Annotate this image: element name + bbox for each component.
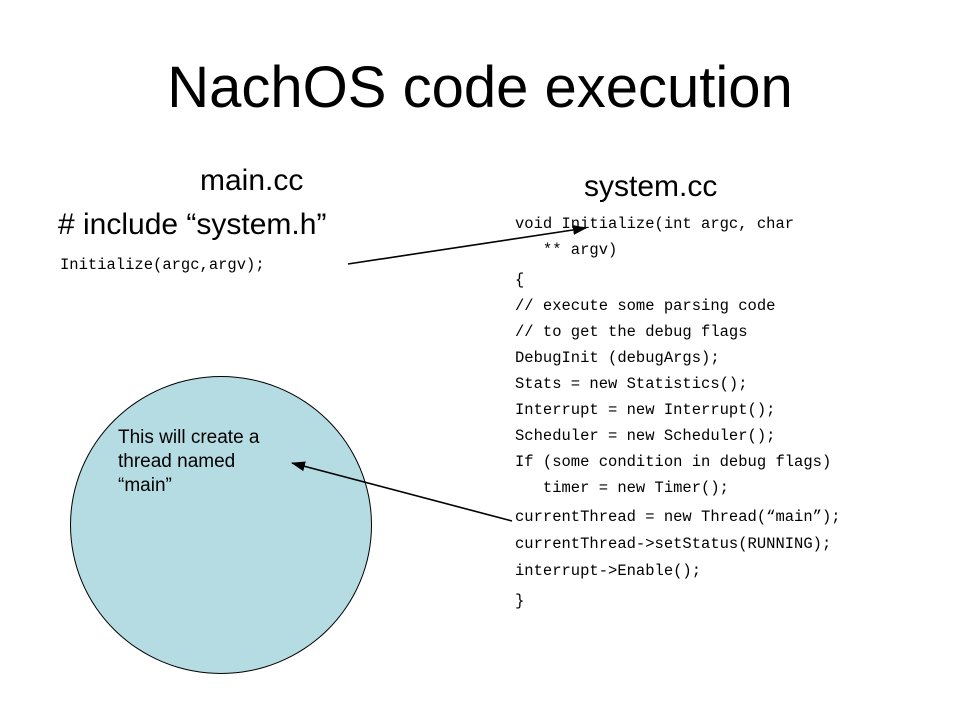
initialize-call-line: Initialize(argc,argv); <box>60 256 265 274</box>
code-line: DebugInit (debugArgs); <box>515 349 720 367</box>
code-line: // to get the debug flags <box>515 323 748 341</box>
code-line: { <box>515 271 525 289</box>
code-line: ** argv) <box>515 241 618 259</box>
code-line: Stats = new Statistics(); <box>515 375 748 393</box>
code-line: // execute some parsing code <box>515 297 776 315</box>
code-line: timer = new Timer(); <box>515 479 729 497</box>
code-line: } <box>515 592 525 610</box>
code-line: Interrupt = new Interrupt(); <box>515 401 776 419</box>
code-line: currentThread->setStatus(RUNNING); <box>515 535 832 553</box>
main-cc-heading: main.cc <box>200 164 304 197</box>
callout-text-line: thread named <box>118 451 236 472</box>
code-line: Scheduler = new Scheduler(); <box>515 427 776 445</box>
callout-ellipse <box>70 376 372 674</box>
code-line: If (some condition in debug flags) <box>515 453 832 471</box>
include-line: # include “system.h” <box>58 208 327 241</box>
slide-title: NachOS code execution <box>167 55 793 120</box>
code-line: void Initialize(int argc, char <box>515 215 795 233</box>
callout-text-line: This will create a <box>118 427 260 448</box>
system-cc-heading: system.cc <box>584 170 718 203</box>
code-line: interrupt->Enable(); <box>515 562 702 580</box>
code-line: currentThread = new Thread(“main”); <box>515 508 841 526</box>
callout-text-line: “main” <box>118 475 172 496</box>
